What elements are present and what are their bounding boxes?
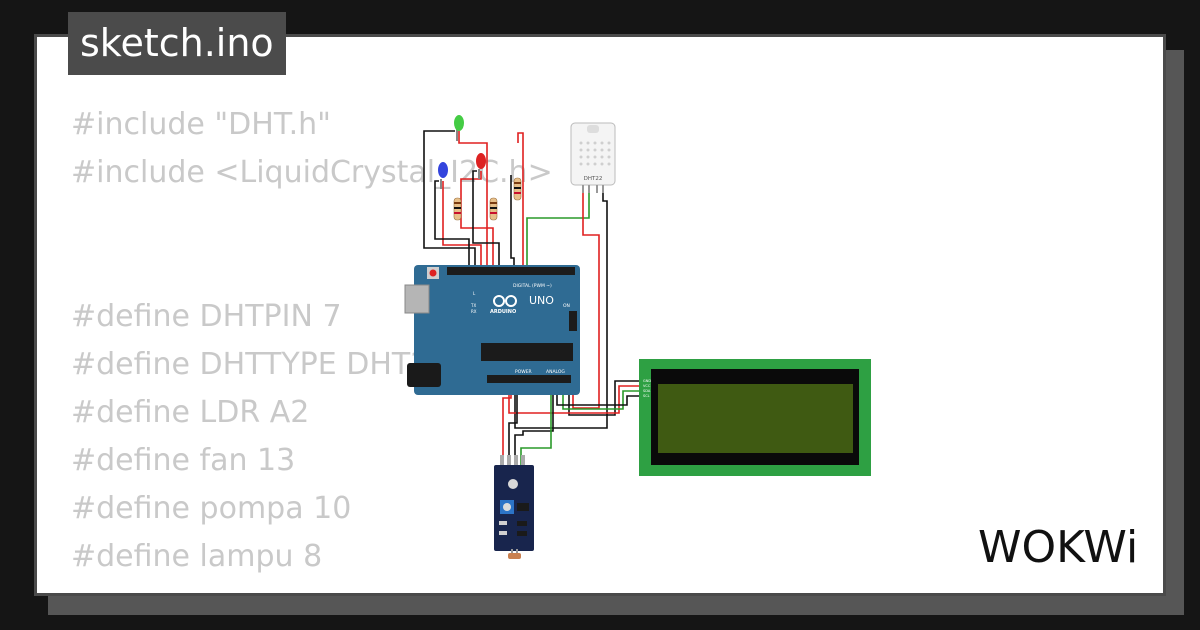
wire-dht-gnd	[514, 183, 608, 429]
wire-lcd-vcc	[508, 385, 639, 414]
wire-lcd-scl	[556, 388, 639, 406]
lcd-pin-gnd: GND	[643, 379, 651, 383]
dht-label: DHT22	[584, 176, 603, 182]
wire-blue-led-red	[442, 181, 482, 271]
wire-lcd-gnd	[568, 380, 639, 416]
led-blue[interactable]	[438, 162, 448, 189]
digital-header	[447, 267, 575, 275]
code-line-1: #include "DHT.h"	[71, 107, 331, 142]
wire-red-led-black	[472, 170, 500, 271]
analog-label: ANALOG	[546, 369, 565, 375]
code-line-10: #define lampu 8	[71, 539, 323, 574]
usb-port	[404, 284, 430, 314]
code-line-8: #define fan 13	[71, 443, 296, 478]
wire-ldr-gnd	[508, 388, 518, 465]
lcd-pin-vcc: VCC	[643, 384, 651, 388]
wire-green-led-red	[458, 131, 488, 271]
code-line-2: #include <LiquidCrystal_I2C.h>	[71, 155, 553, 190]
code-line-9: #define pompa 10	[71, 491, 352, 526]
atmega-chip	[481, 343, 573, 361]
led-green[interactable]	[454, 115, 464, 141]
uno-label: UNO	[529, 294, 554, 307]
project-preview-card[interactable]: #include "DHT.h" #include <LiquidCrystal…	[34, 34, 1166, 596]
wires	[423, 130, 639, 465]
wokwi-logo: WOKWi	[978, 522, 1138, 573]
wire-lcd-sda	[562, 388, 639, 410]
rx-label: RX	[471, 309, 477, 314]
wire-green-led-black	[423, 130, 476, 271]
lcd-pin-scl: SCL	[643, 394, 650, 398]
code-line-5: #define DHTPIN 7	[71, 299, 342, 334]
resistor-2[interactable]	[489, 197, 498, 221]
wire-resistor-black	[510, 175, 515, 271]
file-tab[interactable]: sketch.ino	[68, 12, 286, 75]
ldr-module[interactable]	[494, 455, 534, 559]
code-line-7: #define LDR A2	[71, 395, 310, 430]
digital-label: DIGITAL (PWM ~)	[513, 283, 552, 289]
code-line-6: #define DHTTYPE DHT22	[71, 347, 449, 382]
tx-label: TX	[470, 303, 476, 308]
resistor-3[interactable]	[513, 177, 522, 201]
power-jack	[407, 363, 441, 387]
wire-blue-led-black	[434, 180, 470, 271]
wire-ldr-ao	[520, 388, 552, 465]
circuit-diagram: DHT22 DIGITAL (PWM ~) UNO ARDUINO ON TX …	[404, 115, 871, 559]
lcd-pin-sda: SDA	[643, 389, 651, 393]
arduino-brand-label: ARDUINO	[490, 309, 516, 315]
analog-header	[487, 375, 571, 383]
arduino-uno[interactable]: DIGITAL (PWM ~) UNO ARDUINO ON TX RX L P…	[404, 265, 580, 395]
wire-dht-vcc	[572, 183, 600, 409]
led-red[interactable]	[476, 153, 486, 179]
resistor-1[interactable]	[453, 197, 462, 221]
dht22-sensor[interactable]: DHT22	[570, 122, 616, 193]
wokwi-logo-text: WOKWi	[978, 522, 1138, 573]
wire-resistor-red	[517, 132, 524, 271]
on-label: ON	[563, 303, 570, 309]
l-label: L	[473, 291, 476, 296]
wire-red-led-red	[460, 171, 494, 271]
icsp-header	[569, 311, 577, 331]
wire-ldr-do	[514, 388, 554, 465]
power-label: POWER	[515, 369, 532, 375]
lcd-i2c-display[interactable]: GND VCC SDA SCL	[639, 359, 871, 476]
wire-dht-data	[526, 183, 590, 271]
arduino-infinity-icon	[493, 295, 517, 307]
